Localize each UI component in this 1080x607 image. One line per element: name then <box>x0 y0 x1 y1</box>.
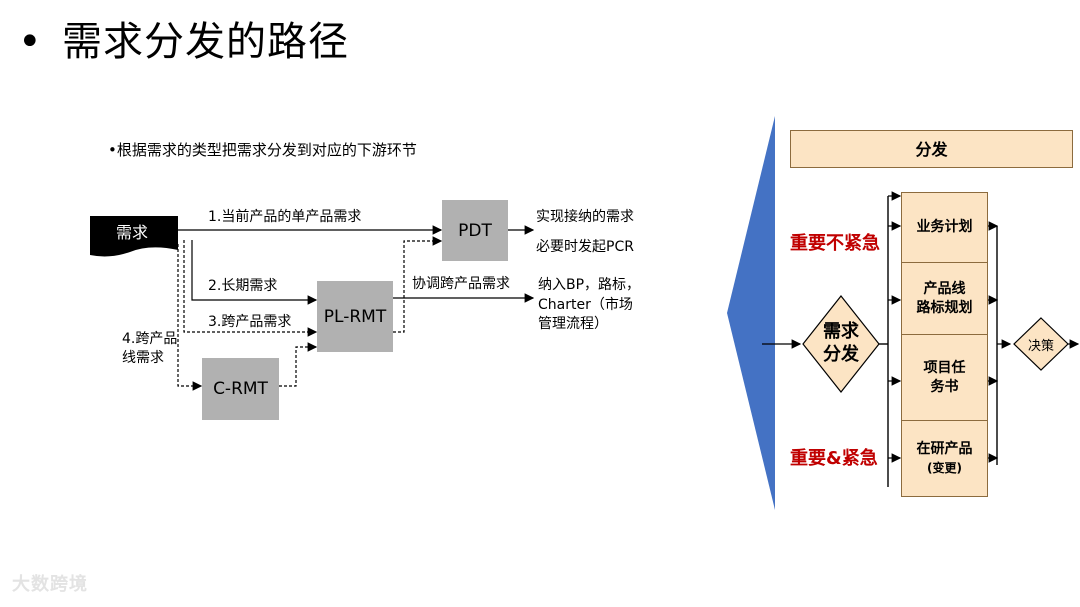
item-business-plan: 业务计划 <box>901 192 988 263</box>
plrmt-output-3: 管理流程） <box>538 316 608 332</box>
distribution-header: 分发 <box>790 130 1073 168</box>
decision-label: 决策 <box>1027 339 1054 354</box>
plrmt-to-pdt-line <box>393 236 443 333</box>
plrmt-output-1: 纳入BP，路标， <box>538 277 641 293</box>
route2-line <box>191 240 318 305</box>
route2-label: 2.长期需求 <box>208 278 278 294</box>
route4-line <box>177 244 203 391</box>
item-label: 在研产品 <box>916 440 973 457</box>
item-label: (变更) <box>927 460 962 475</box>
plrmt-box: PL-RMT <box>317 281 393 352</box>
diamond-line: 分发 <box>823 344 859 365</box>
priority-top-label: 重要不紧急 <box>790 233 880 254</box>
item-label: 务书 <box>930 378 959 395</box>
page-title: • 需求分发的路径 <box>18 14 349 70</box>
diamond-line: 需求 <box>823 321 859 342</box>
subtitle: •根据需求的类型把需求分发到对应的下游环节 <box>108 141 417 159</box>
title-text: 需求分发的路径 <box>62 19 349 65</box>
crmt-box: C-RMT <box>202 358 279 420</box>
route4-label-2: 线需求 <box>122 350 164 366</box>
pdt-box: PDT <box>442 200 508 261</box>
route4-label-1: 4.跨产品 <box>122 331 178 347</box>
crmt-to-plrmt-line <box>279 342 318 387</box>
coordination-label: 协调跨产品需求 <box>412 276 510 292</box>
plrmt-output-2: Charter（市场 <box>538 297 633 313</box>
item-label: 业务计划 <box>916 219 973 235</box>
item-task-book: 项目任务书 <box>901 334 988 421</box>
decision-diamond <box>1013 317 1069 371</box>
item-label: 路标规划 <box>916 299 973 316</box>
route1-label: 1.当前产品的单产品需求 <box>208 209 362 225</box>
item-label: 项目任 <box>923 359 966 376</box>
item-roadmap: 产品线路标规划 <box>901 262 988 335</box>
blue-triangle <box>727 116 775 510</box>
route3-line <box>183 240 318 337</box>
source-label: 需求 <box>116 223 149 242</box>
item-label: 产品线 <box>923 280 966 297</box>
item-in-dev-product: 在研产品 (变更) <box>901 420 988 497</box>
route3-label: 3.跨产品需求 <box>208 314 292 330</box>
demand-diamond <box>802 295 880 393</box>
pdt-output-2: 必要时发起PCR <box>536 239 634 255</box>
source-banner <box>90 216 178 257</box>
watermark: 大数跨境 <box>12 574 88 595</box>
title-bullet: • <box>18 19 43 65</box>
priority-bottom-label: 重要&紧急 <box>790 448 878 469</box>
demand-diamond-label: 需求 分发 <box>803 320 879 366</box>
pdt-output-1: 实现接纳的需求 <box>536 209 634 225</box>
